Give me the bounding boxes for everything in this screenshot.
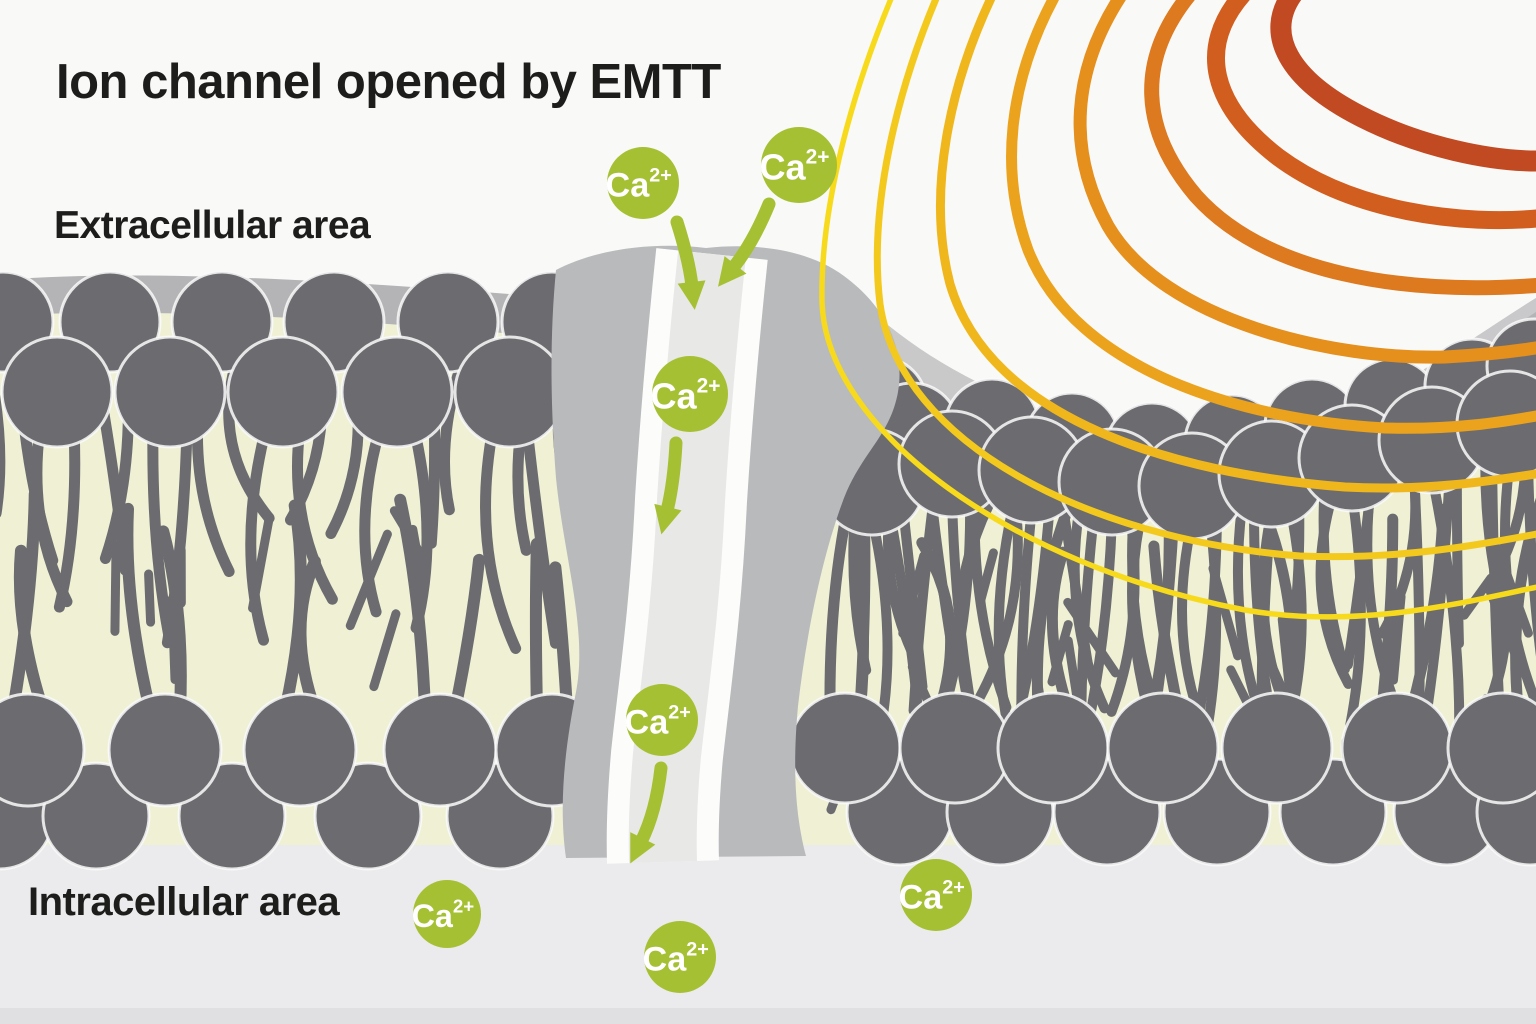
lipid-heads — [0, 270, 1536, 871]
lipid-head — [382, 692, 498, 808]
calcium-ion: Ca2+ — [899, 859, 972, 931]
calcium-ion: Ca2+ — [606, 147, 679, 219]
lipid-head — [1340, 691, 1454, 805]
wave-arc — [1144, 0, 1536, 296]
lipid-head — [340, 335, 454, 449]
lipid-head — [898, 691, 1012, 805]
wave-arc — [1270, 0, 1536, 172]
lipid-head — [788, 691, 902, 805]
flow-arrow-head — [630, 832, 656, 864]
lipid-head — [1220, 691, 1334, 805]
ion-flow-arrows — [630, 197, 776, 864]
calcium-ion-label: Ca2+ — [606, 165, 672, 205]
flow-arrow-shaft — [670, 215, 699, 293]
wave-arc — [1207, 0, 1536, 230]
page-title: Ion channel opened by EMTT — [56, 55, 721, 109]
flow-arrow-head — [718, 256, 747, 287]
lipid-head — [1446, 691, 1536, 805]
lipid-head — [453, 335, 567, 449]
calcium-ion: Ca2+ — [759, 127, 837, 203]
calcium-ion: Ca2+ — [643, 921, 716, 993]
lipid-head — [1106, 691, 1220, 805]
intracellular-area-label: Intracellular area — [28, 880, 340, 924]
calcium-ion: Ca2+ — [650, 356, 728, 432]
lipid-head — [107, 692, 223, 808]
bottom-edge-strip — [0, 1008, 1536, 1024]
extracellular-area-label: Extracellular area — [54, 204, 371, 247]
flow-arrow-shaft — [726, 197, 776, 275]
lipid-head — [226, 335, 340, 449]
intracellular-background — [0, 845, 1536, 1024]
flow-arrow-head — [677, 280, 706, 310]
wave-arc — [819, 0, 1536, 620]
calcium-ion-label: Ca2+ — [759, 145, 829, 187]
lipid-head — [242, 692, 358, 808]
wave-arc — [1006, 0, 1536, 434]
lipid-head — [0, 335, 114, 449]
flow-arrow-head — [654, 503, 682, 535]
calcium-ions: Ca2+ Ca2+ Ca2+ Ca2+ Ca2+ Ca2+ Ca2+ — [412, 127, 972, 993]
wave-arc — [873, 0, 1536, 561]
wave-arc — [935, 0, 1536, 493]
flow-arrow-shaft — [634, 761, 668, 849]
lipid-head — [0, 692, 86, 808]
emtt-wave-arcs — [819, 0, 1536, 620]
lipid-head — [996, 691, 1110, 805]
calcium-ion: Ca2+ — [625, 684, 698, 756]
lipid-head — [113, 335, 227, 449]
wave-arc — [1073, 0, 1536, 364]
calcium-ion: Ca2+ — [412, 880, 481, 948]
flow-arrow-shaft — [660, 436, 683, 518]
